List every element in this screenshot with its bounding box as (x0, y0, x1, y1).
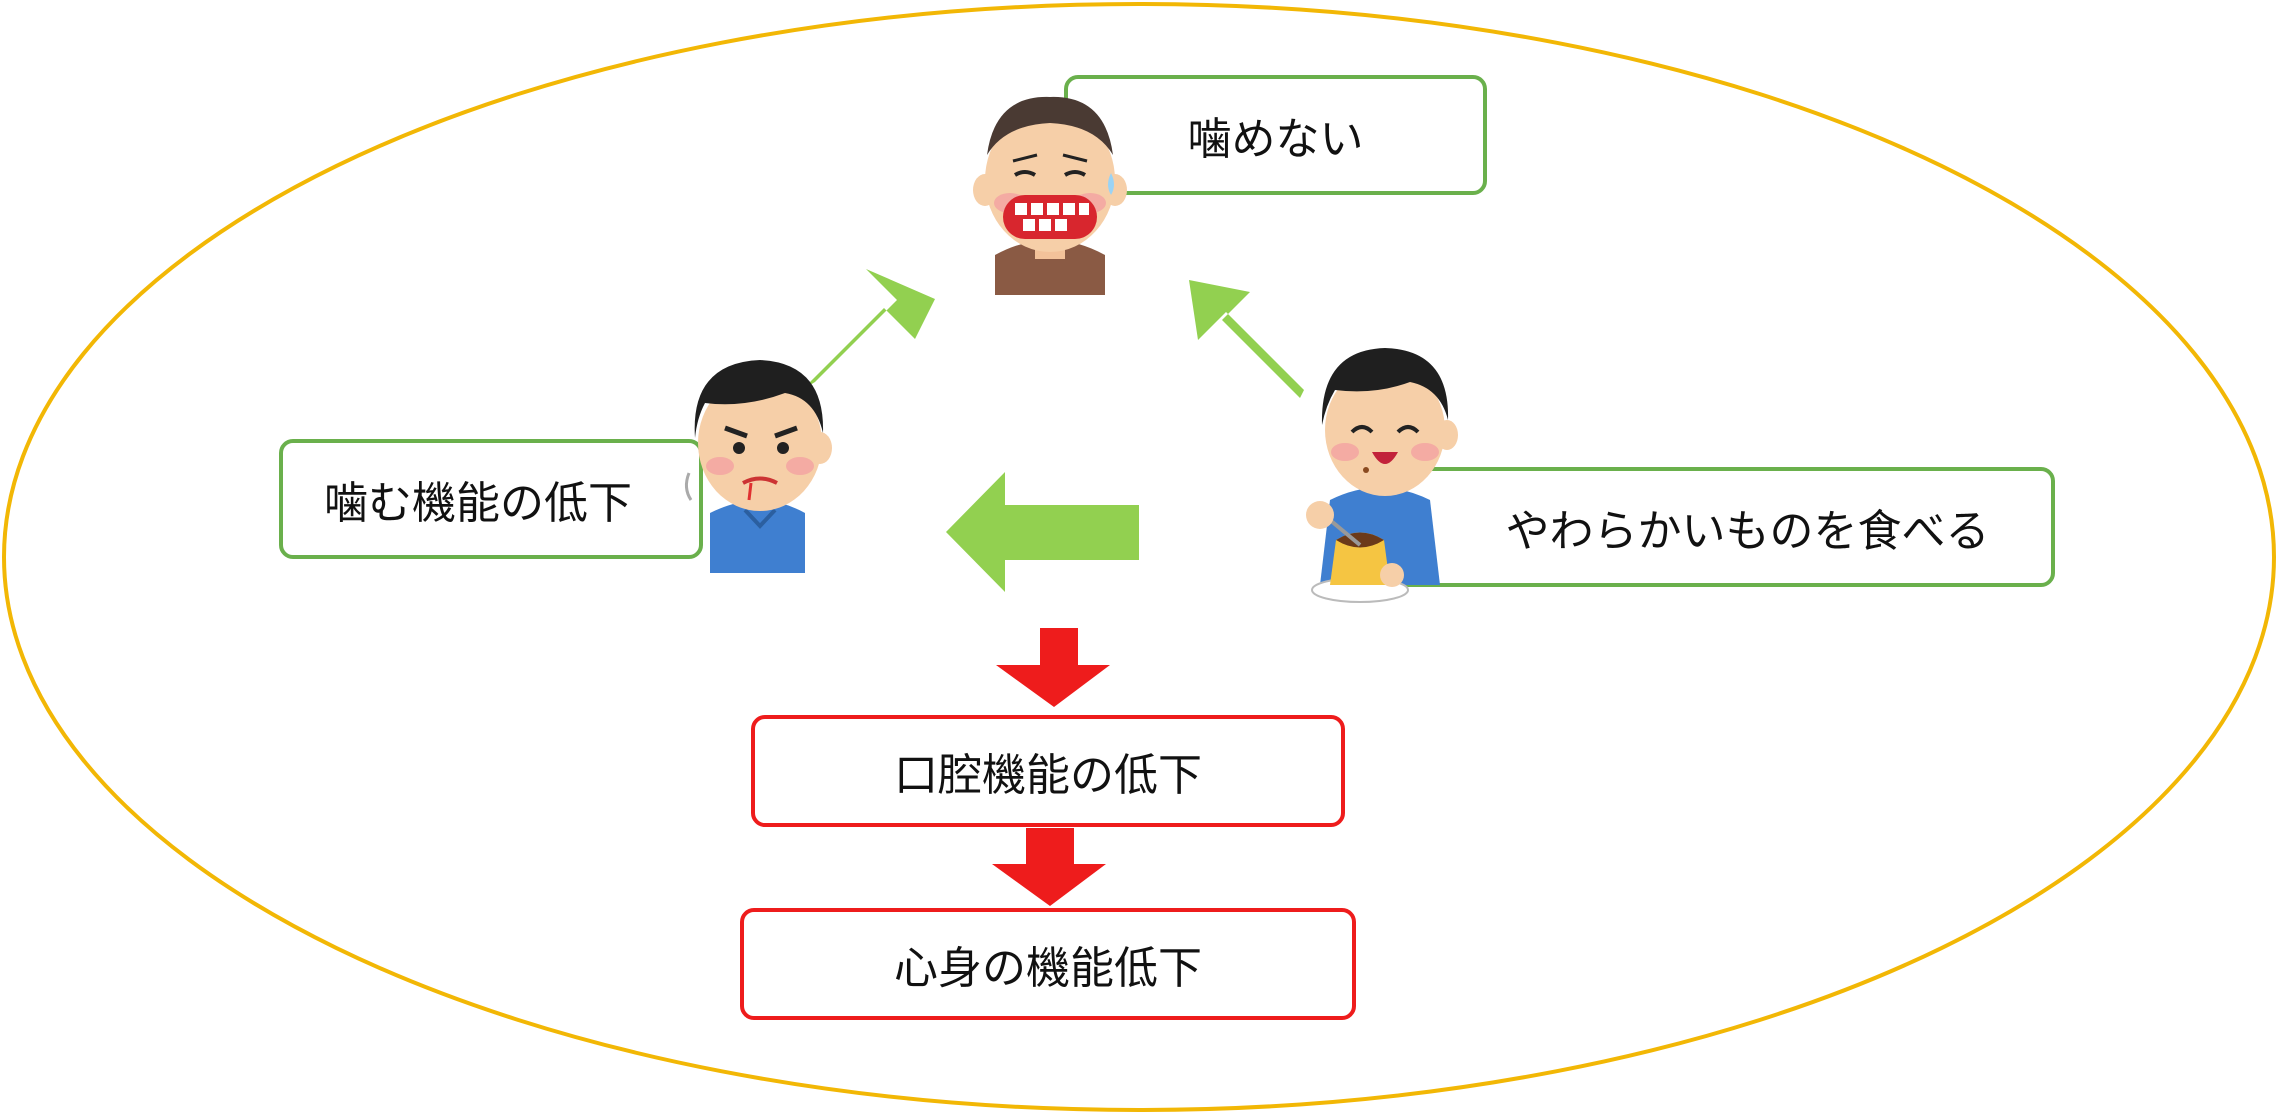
oral-decline-box: 口腔機能の低下 (751, 715, 1345, 827)
arrow-up-left (1189, 280, 1304, 398)
mind-body-decline-box: 心身の機能低下 (740, 908, 1356, 1020)
cannot-chew-label: 噛めない (1187, 114, 1364, 165)
soft-food-box: やわらかいものを食べる (1380, 467, 2055, 587)
worried-man-illustration (973, 96, 1127, 295)
arrow-up-right (802, 269, 935, 390)
arrow-down-2 (992, 828, 1106, 906)
mind-body-decline-label: 心身の機能低下 (894, 943, 1202, 994)
arrow-down-1 (996, 628, 1110, 707)
cannot-chew-box: 噛めない (1064, 75, 1487, 195)
boy-eating-pudding-illustration (1306, 348, 1458, 603)
oral-decline-label: 口腔機能の低下 (894, 750, 1202, 801)
arrow-left (946, 472, 1139, 592)
annoyed-boy-illustration (684, 360, 832, 573)
chewing-decline-box: 噛む機能の低下 (279, 439, 703, 559)
chewing-decline-label: 噛む機能の低下 (324, 478, 632, 529)
soft-food-label: やわらかいものを食べる (1505, 506, 1990, 557)
